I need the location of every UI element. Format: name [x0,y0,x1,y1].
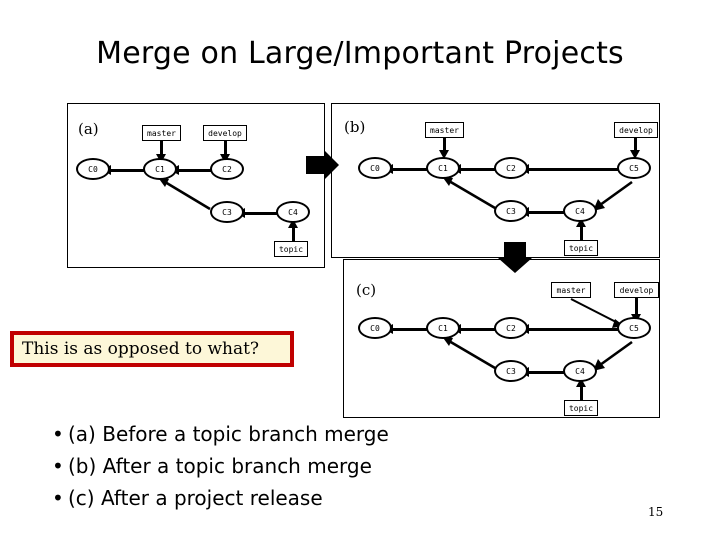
bullet-item-c: • (c) After a project release [52,482,522,514]
panel-a-branch-topic: topic [274,241,308,257]
panel-b-edge-c1-c0 [392,168,437,171]
panel-b-edge-c5-c2 [528,168,628,171]
panel-c: (c) master develop topic [343,259,660,418]
panel-b-pointer-develop-arrowhead [630,150,640,159]
panel-c-edge-c1-c0 [392,328,437,331]
panel-b-node-c2: C2 [494,157,528,179]
panel-c-node-c1: C1 [426,317,460,339]
panel-a-node-c1: C1 [143,158,177,180]
panel-c-node-c0: C0 [358,317,392,339]
panel-c-edge-c2-c1 [460,328,505,331]
panel-a-pointer-master-line [160,141,163,156]
panel-b-branch-develop: develop [614,122,658,138]
panel-c-edge-c5-c4 [593,340,633,371]
panel-b-diagonal-edges [441,175,633,211]
step-arrow-a-to-b-icon [306,150,339,180]
panel-a: (a) master develop topic C0 C1 C2 C3 C4 [67,103,325,268]
panel-a-pointer-develop-line [224,141,227,156]
panel-c-branch-develop: develop [614,282,659,298]
panel-c-pointer-develop-line [635,298,638,316]
panel-a-branch-master: master [142,125,181,141]
panel-b-pointer-topic-line [580,226,583,240]
panel-a-node-c0: C0 [76,158,110,180]
panel-b-edge-c5-c4 [593,180,633,211]
panel-a-label: (a) [78,120,99,138]
panel-b-edge-c3-c1 [441,175,496,210]
panel-c-pointer-topic-line [580,386,583,400]
page-number: 15 [648,505,664,519]
callout-text: This is as opposed to what? [22,339,260,359]
panel-c-edge-c4-c3 [528,371,572,374]
panel-b-pointer-master-arrowhead [439,150,449,159]
panel-b: (b) master develop topic [331,103,660,258]
panel-c-label: (c) [356,281,377,299]
bullet-text: (c) After a project release [68,486,323,510]
panel-c-edge-c5-c2 [528,328,622,331]
bullet-item-b: • (b) After a topic branch merge [52,450,522,482]
panel-c-node-c3: C3 [494,360,528,382]
panel-a-node-c4: C4 [276,201,310,223]
panel-a-branch-develop: develop [203,125,247,141]
panel-b-edge-c2-c1 [460,168,505,171]
panel-b-pointer-develop-line [634,138,637,152]
panel-a-edge-c1-c0 [110,169,156,172]
panel-c-edge-c3-c1 [441,335,496,370]
panel-c-pointer-master-line [570,298,624,328]
panel-a-edge-c4-c3 [244,212,292,215]
panel-c-branch-master: master [551,282,591,298]
panel-b-node-c5: C5 [617,157,651,179]
panel-c-pointer-topic-arrowhead [576,378,586,387]
panel-c-branch-topic: topic [564,400,598,416]
callout-box: This is as opposed to what? [10,331,294,367]
step-arrow-b-to-c-icon [498,242,532,273]
bullet-item-a: • (a) Before a topic branch merge [52,418,522,450]
panel-a-pointer-topic-arrowhead [288,219,298,228]
panel-b-branch-master: master [425,122,464,138]
panel-b-node-c1: C1 [426,157,460,179]
panel-b-node-c0: C0 [358,157,392,179]
page-title: Merge on Large/Important Projects [96,36,624,71]
bullet-marker: • [52,486,64,510]
bullet-text: (b) After a topic branch merge [68,454,372,478]
panel-a-node-c2: C2 [210,158,244,180]
panel-c-node-c4: C4 [563,360,597,382]
panel-b-edge-c4-c3 [528,211,574,214]
panel-b-node-c4: C4 [563,200,597,222]
panel-a-pointer-topic-line [292,227,295,241]
panel-c-node-c5: C5 [617,317,651,339]
bullet-marker: • [52,422,64,446]
panel-b-node-c3: C3 [494,200,528,222]
panel-b-branch-topic: topic [564,240,598,256]
bullet-marker: • [52,454,64,478]
panel-c-node-c2: C2 [494,317,528,339]
panel-b-pointer-topic-arrowhead [576,218,586,227]
panel-a-edge-c2-c1 [178,169,224,172]
panel-a-node-c3: C3 [210,201,244,223]
bullet-list: • (a) Before a topic branch merge • (b) … [52,418,522,514]
bullet-text: (a) Before a topic branch merge [68,422,389,446]
panel-b-pointer-master-line [443,138,446,152]
panel-b-label: (b) [344,118,366,136]
